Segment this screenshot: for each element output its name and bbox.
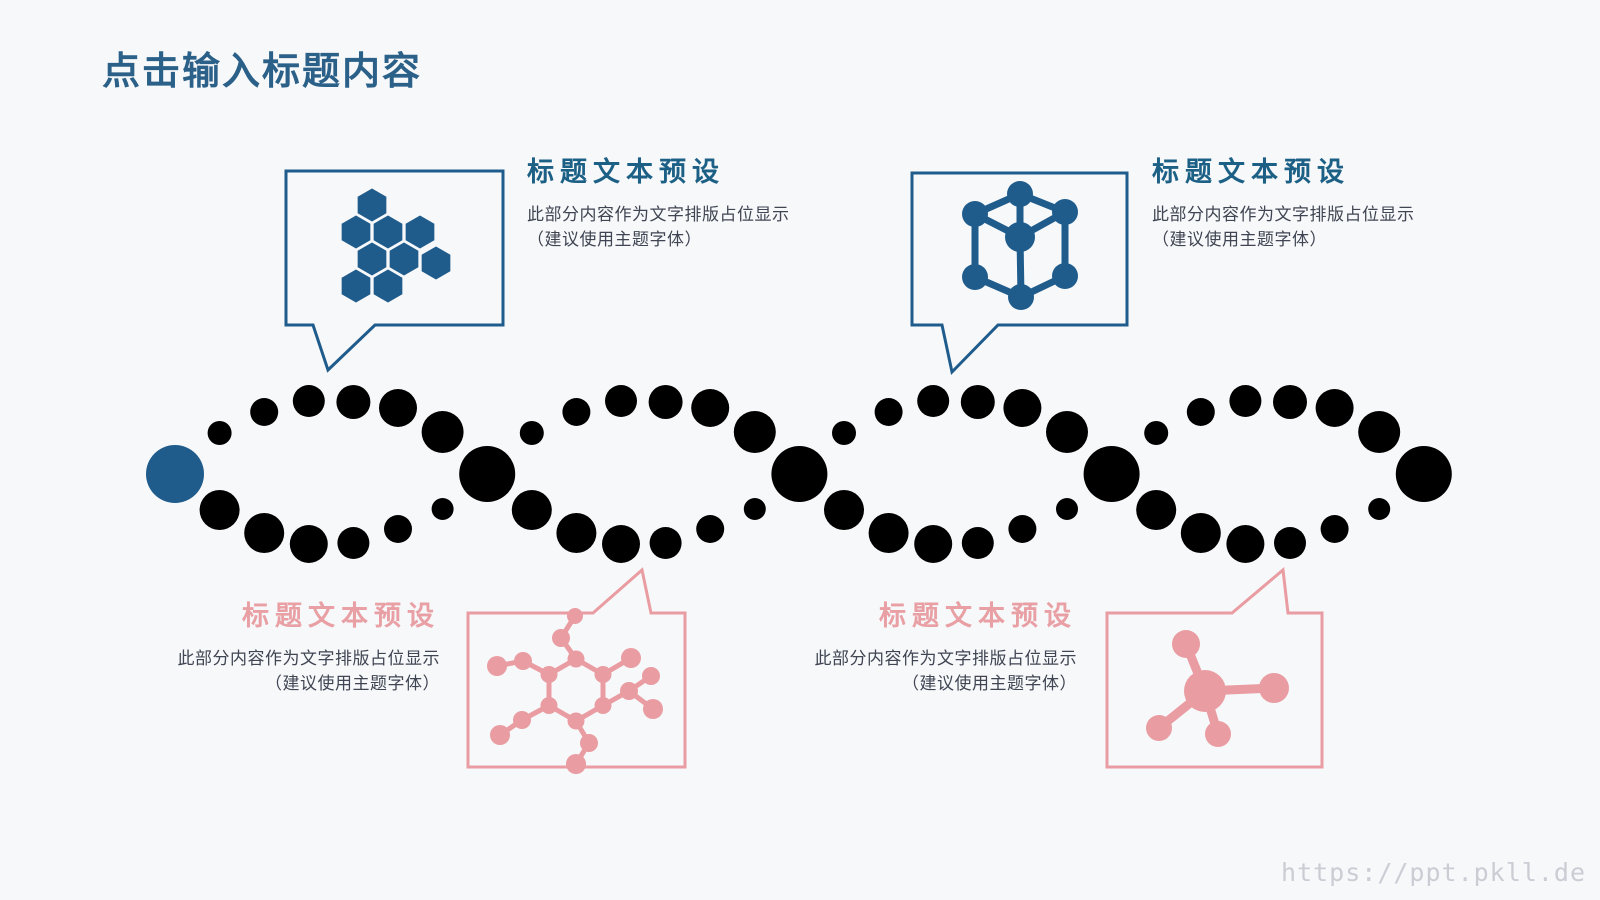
dna-helix-segment-2	[511, 385, 828, 563]
callout-body-line1: 此部分内容作为文字排版占位显示	[177, 649, 440, 668]
callout-body[interactable]: 此部分内容作为文字排版占位显示 （建议使用主题字体）	[815, 646, 1078, 696]
callout-body-line1: 此部分内容作为文字排版占位显示	[1152, 205, 1415, 224]
watermark: https://ppt.pkll.de	[1281, 858, 1586, 887]
speech-bubble-top-right	[910, 171, 1129, 376]
speech-bubble-bottom-left	[466, 567, 687, 769]
callout-top-right: 标题文本预设 此部分内容作为文字排版占位显示 （建议使用主题字体）	[1152, 156, 1415, 252]
speech-bubble-bottom-right	[1105, 567, 1324, 769]
callout-body[interactable]: 此部分内容作为文字排版占位显示 （建议使用主题字体）	[1152, 202, 1415, 252]
molecule-branch-icon	[1146, 630, 1289, 747]
dna-helix-segment-3	[824, 385, 1140, 563]
callout-body-line2: （建议使用主题字体）	[527, 230, 702, 249]
callout-body-line1: 此部分内容作为文字排版占位显示	[814, 649, 1077, 668]
callout-bottom-left: 标题文本预设 此部分内容作为文字排版占位显示 （建议使用主题字体）	[178, 600, 441, 696]
callout-heading[interactable]: 标题文本预设	[1152, 157, 1350, 187]
callout-body[interactable]: 此部分内容作为文字排版占位显示 （建议使用主题字体）	[527, 202, 790, 252]
callout-bottom-right: 标题文本预设 此部分内容作为文字排版占位显示 （建议使用主题字体）	[815, 600, 1078, 696]
speech-bubble-top-left	[284, 169, 505, 373]
callout-heading[interactable]: 标题文本预设	[242, 601, 440, 631]
dna-helix-segment-4	[1136, 385, 1452, 563]
callout-body[interactable]: 此部分内容作为文字排版占位显示 （建议使用主题字体）	[178, 646, 441, 696]
callout-top-left: 标题文本预设 此部分内容作为文字排版占位显示 （建议使用主题字体）	[527, 156, 790, 252]
hexagon-cluster-icon	[339, 185, 453, 306]
page-title[interactable]: 点击输入标题内容	[102, 51, 423, 93]
callout-body-line2: （建议使用主题字体）	[902, 674, 1077, 693]
molecule-ring-icon	[487, 608, 663, 774]
cube-lattice-icon	[962, 181, 1078, 310]
callout-body-line2: （建议使用主题字体）	[1152, 230, 1327, 249]
callout-body-line1: 此部分内容作为文字排版占位显示	[527, 205, 790, 224]
dna-helix-start-node	[146, 445, 204, 503]
callout-heading[interactable]: 标题文本预设	[879, 601, 1077, 631]
dna-helix-segment-1	[199, 385, 516, 563]
callout-heading[interactable]: 标题文本预设	[527, 157, 725, 187]
callout-body-line2: （建议使用主题字体）	[265, 674, 440, 693]
